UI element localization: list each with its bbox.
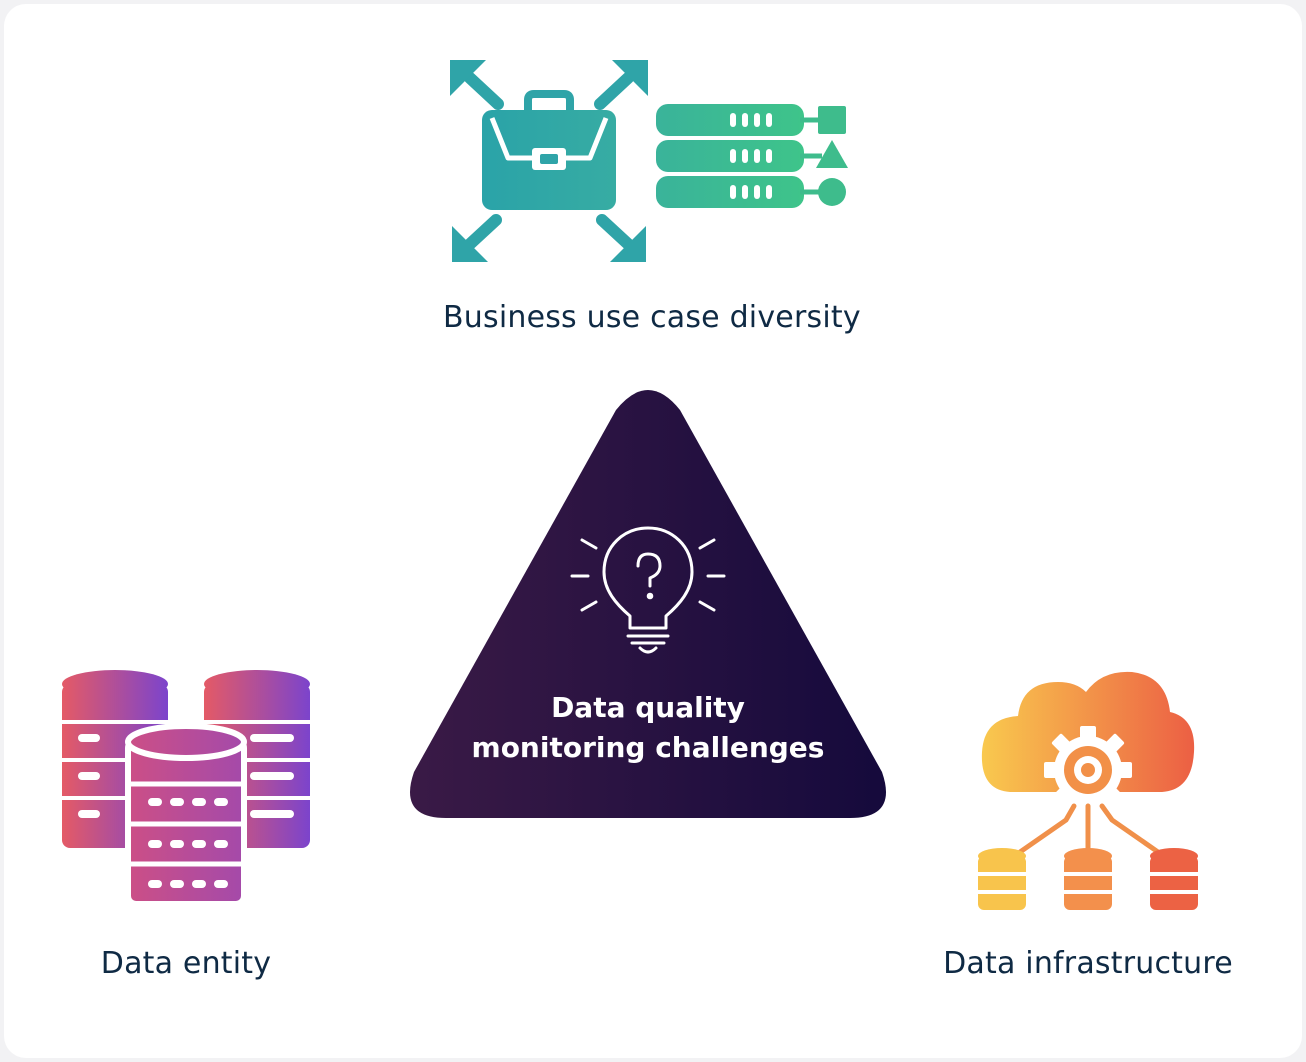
lightbulb-question-icon (570, 526, 726, 654)
center-triangle (410, 390, 886, 818)
center-title-line1: Data quality (551, 691, 745, 724)
database-small-left (978, 848, 1026, 910)
database-small-right (1150, 848, 1198, 910)
briefcase-server-icon (450, 60, 848, 262)
cloud-gear-database-icon (978, 671, 1198, 910)
node-label-data-entity: Data entity (100, 946, 272, 981)
center-title-line2: monitoring challenges (471, 731, 825, 764)
center-title: Data quality monitoring challenges (420, 688, 876, 768)
database-small-center (1064, 848, 1112, 910)
node-label-business-use-case-diversity: Business use case diversity (443, 300, 861, 335)
database-front (125, 723, 247, 907)
database-stack-icon (62, 670, 310, 907)
node-label-data-infrastructure: Data infrastructure (943, 946, 1233, 981)
